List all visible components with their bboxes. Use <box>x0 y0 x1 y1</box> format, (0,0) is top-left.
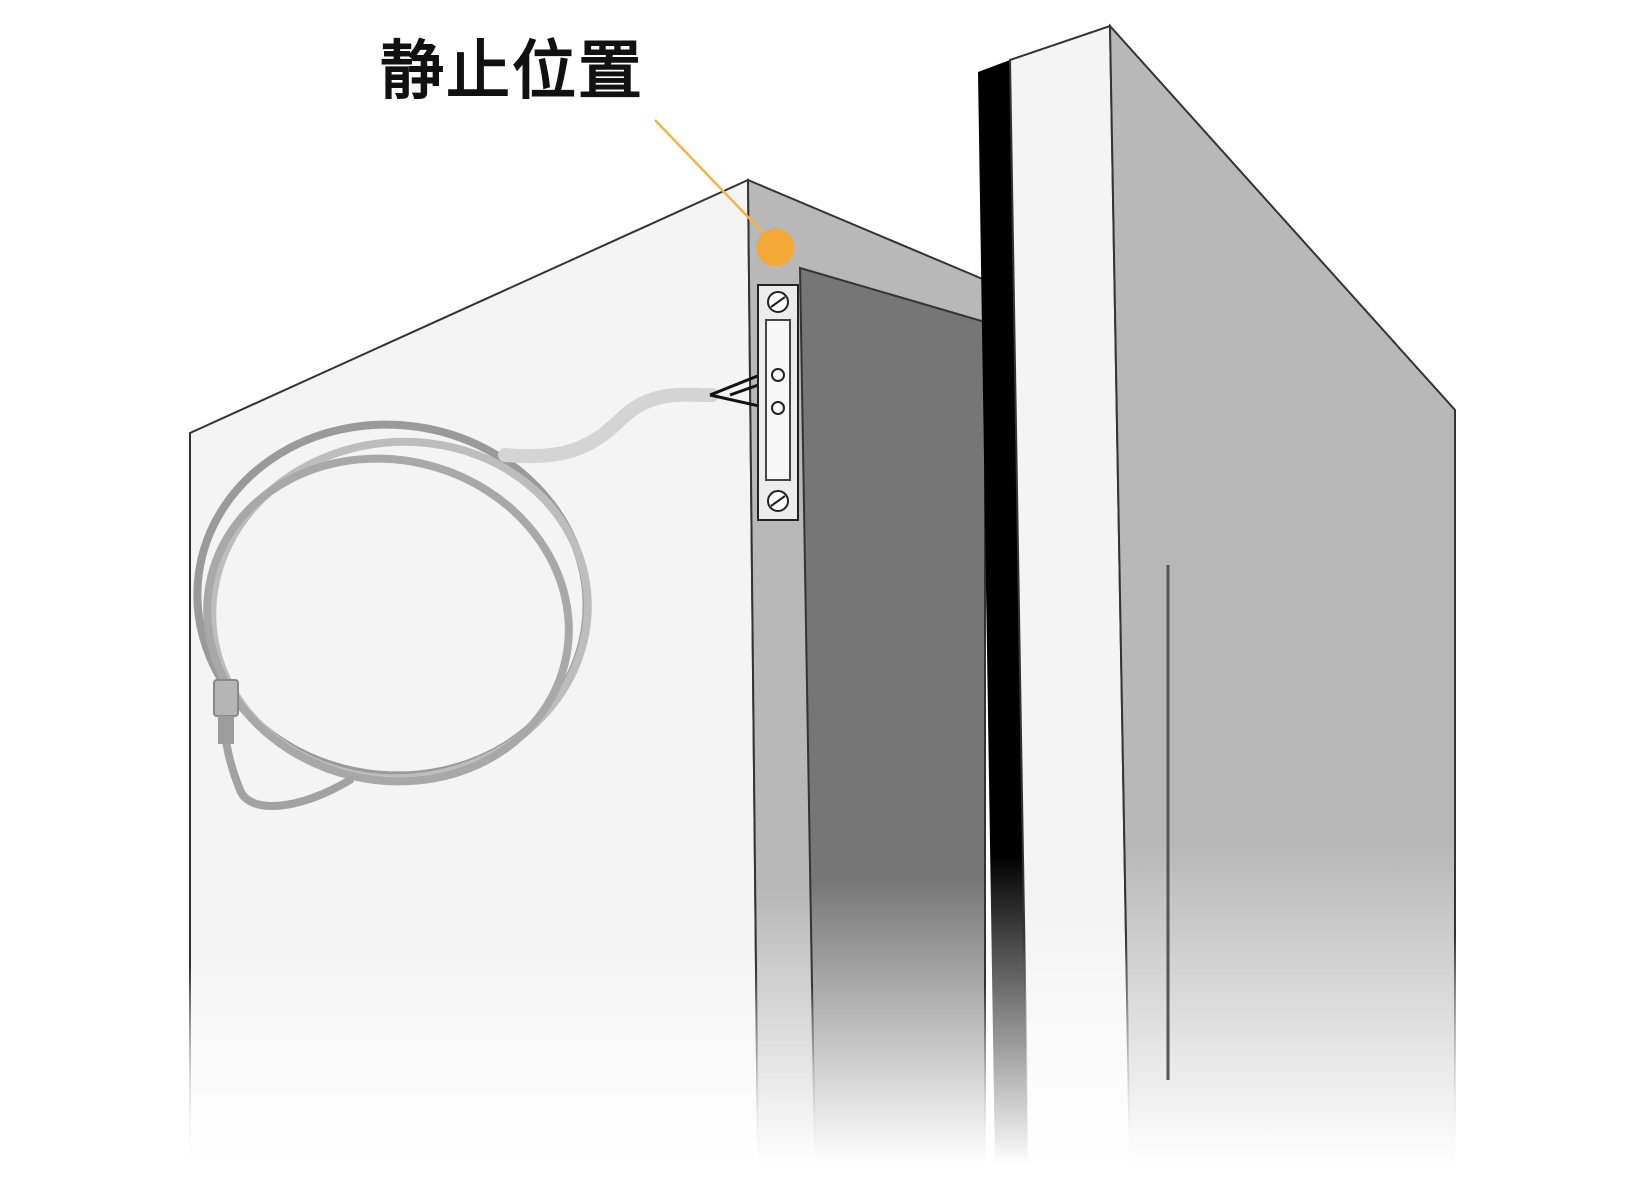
cabinet-body <box>189 178 986 1166</box>
door-panel <box>1108 23 1456 1166</box>
coiled-cable-icon <box>193 387 719 810</box>
rest-position-label: 静止位置 <box>380 35 644 109</box>
callout-leader-line <box>654 119 771 241</box>
cable-connector-icon <box>213 679 239 744</box>
open-door <box>978 23 1456 1166</box>
door-edge <box>978 60 1028 1165</box>
cabinet-side-face <box>189 178 760 1166</box>
position-marker-dot <box>756 228 794 266</box>
door-contact-sensor-icon <box>757 284 799 521</box>
door-opening <box>798 266 986 1166</box>
